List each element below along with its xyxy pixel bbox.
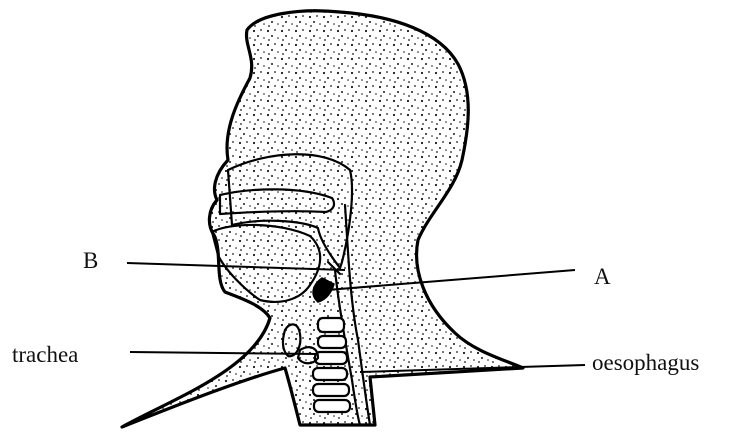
trachea-ring xyxy=(318,318,344,332)
label-b: B xyxy=(83,248,98,273)
trachea-ring xyxy=(314,400,350,412)
label-a: A xyxy=(594,264,611,289)
trachea-ring xyxy=(315,352,347,364)
label-oesophagus: oesophagus xyxy=(592,350,699,375)
label-trachea: trachea xyxy=(12,342,78,367)
trachea-ring xyxy=(318,336,346,348)
trachea-ring xyxy=(313,368,347,380)
trachea-ring xyxy=(313,384,349,396)
